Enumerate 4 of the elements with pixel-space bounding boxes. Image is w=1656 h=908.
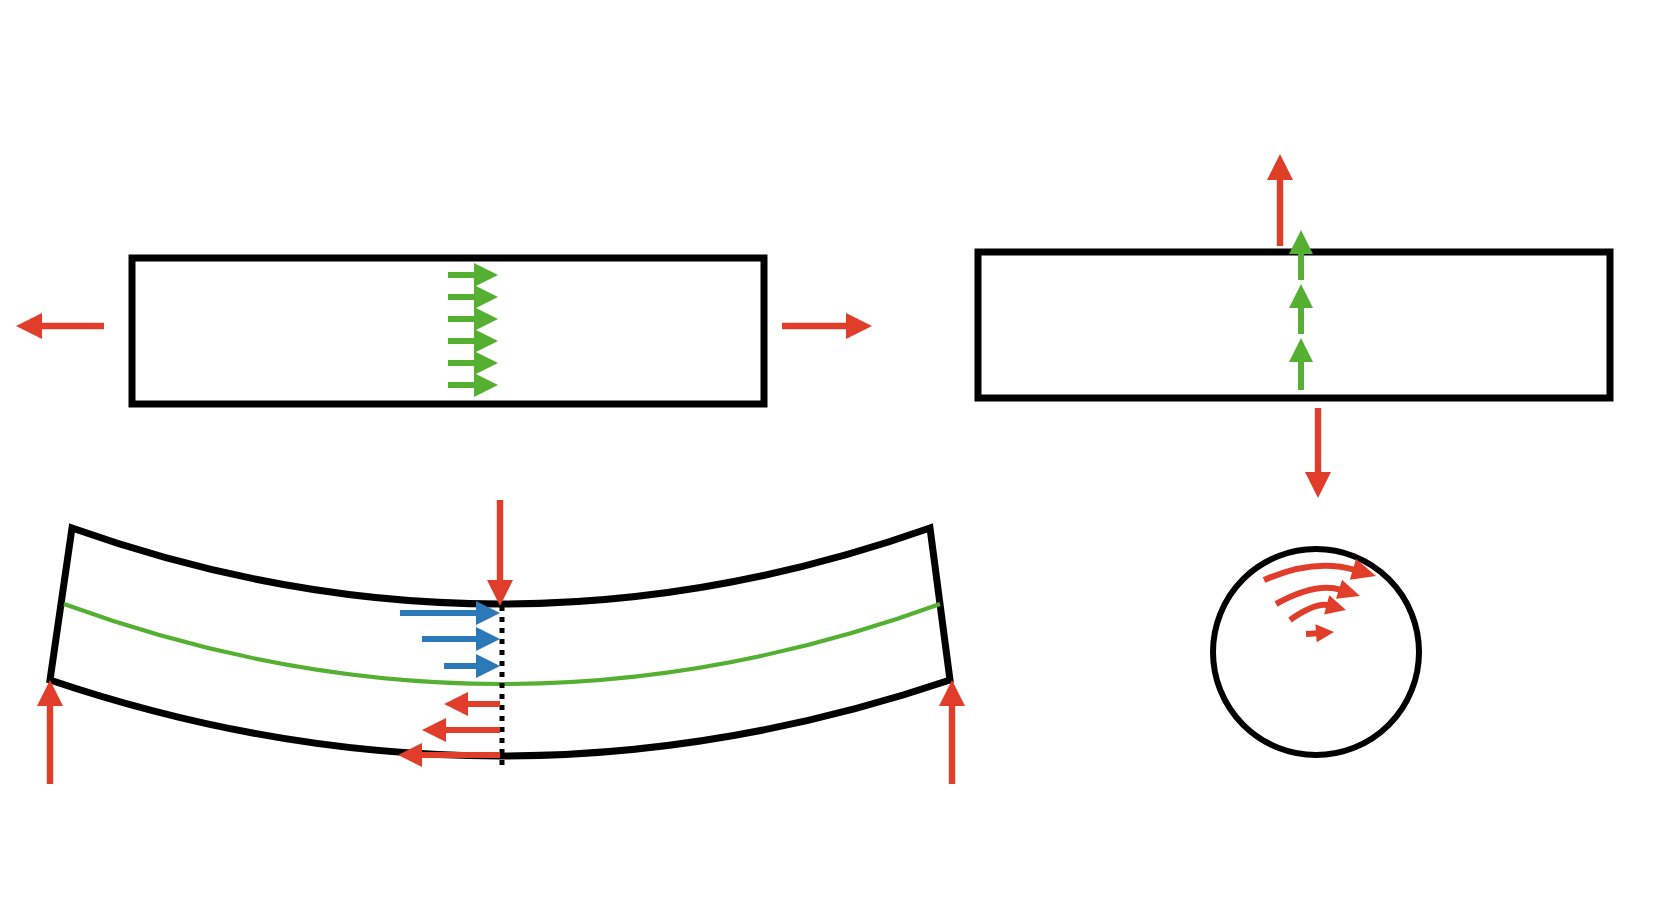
straight-bar [974,248,1614,402]
shaft-section [1210,546,1422,758]
straight-bar [128,254,768,408]
bent-beam [46,524,954,760]
